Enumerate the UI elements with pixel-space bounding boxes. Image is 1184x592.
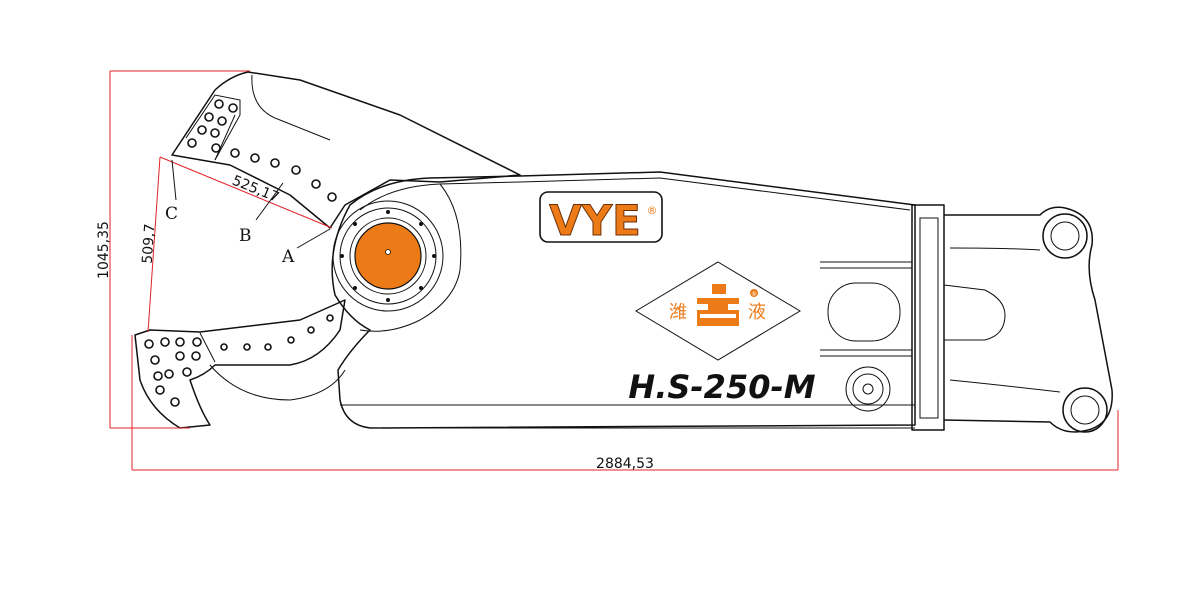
overall-height-label: 1045,35 [96,221,112,279]
point-label-a: A [281,247,295,267]
point-label-b: B [239,226,252,246]
emblem-mark: ® [751,291,757,298]
lower-jaw [134,299,346,429]
pivot-assembly [332,200,444,312]
cylinder-housing [820,204,1113,433]
pivot-pin [354,222,422,290]
upper-jaw [171,71,521,229]
jaw-opening-label: 509,7 [140,223,159,264]
model-name: H.S-250-M [628,368,815,406]
point-label-c: C [165,204,178,224]
emblem-left-char: 潍 [669,302,687,323]
upper-jaw-bolt-holes [187,99,337,202]
emblem-right-char: 液 [748,302,766,323]
brand-logo-text: VYE [549,196,641,245]
overall-length-label: 2884,53 [596,456,654,472]
main-body [331,171,916,429]
brand-logo: VYE ® [539,191,663,246]
leader-lines [171,159,331,249]
company-emblem: ® 潍 液 [635,261,801,361]
brand-registered-mark: ® [647,204,658,217]
lower-jaw-bolt-holes [144,314,334,407]
dimension-lines [109,70,1119,471]
